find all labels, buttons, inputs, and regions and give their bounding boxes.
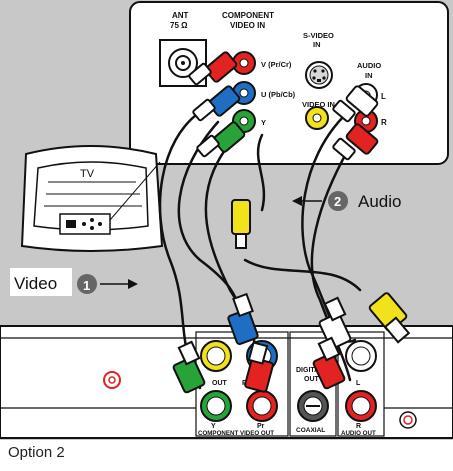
- caption: Option 2: [8, 444, 65, 461]
- plugs-tv: [188, 51, 379, 249]
- component-label-1: COMPONENT: [222, 11, 274, 20]
- audio-out-label: AUDIO OUT: [341, 430, 376, 437]
- audio-callout-number: 2: [334, 194, 341, 209]
- video-callout: Video 1: [10, 268, 138, 296]
- video-callout-text: Video: [14, 274, 57, 293]
- audio-out-l-label: L: [356, 380, 361, 387]
- audio-callout: 2 Audio: [292, 191, 401, 211]
- out-label: OUT: [212, 380, 228, 387]
- y-out-label: Y: [211, 423, 216, 430]
- pr-label: Pr: [257, 423, 265, 430]
- coaxial-label: COAXIAL: [296, 427, 325, 434]
- component-label-2: VIDEO IN: [230, 21, 265, 30]
- audio-callout-text: Audio: [358, 192, 401, 211]
- audio-out-r-label: R: [356, 423, 361, 430]
- audio-in-label-2: IN: [365, 71, 373, 80]
- digital-label-1: DIGITAL: [296, 367, 324, 374]
- plug-yellow-tv: [231, 199, 251, 235]
- audio-in-r-label: R: [381, 118, 387, 127]
- video-callout-badge: [77, 274, 97, 294]
- plug-green-player: [172, 356, 206, 394]
- tv-back-panel: ANT 75 Ω COMPONENT VIDEO IN V (Pr/Cr) U …: [129, 1, 449, 165]
- svideo-label-2: IN: [313, 40, 321, 49]
- plug-red-audio-player: [312, 352, 346, 390]
- tv-label: TV: [80, 168, 95, 180]
- plug-white-tv: [345, 85, 379, 117]
- component-video-out-label: COMPONENT VIDEO OUT: [198, 430, 274, 437]
- plugs-player: [172, 292, 411, 394]
- ant-label: ANT: [172, 11, 189, 20]
- plug-red-tv: [204, 51, 238, 83]
- video-callout-number: 1: [83, 278, 90, 293]
- audio-in-label-1: AUDIO: [357, 61, 381, 70]
- ant-ohm-label: 75 Ω: [170, 21, 188, 30]
- u-label: U (Pb/Cb): [261, 90, 296, 99]
- player-back-panel: Pb OUT Y Pr COMPONENT VIDEO OUT DIGITAL …: [0, 325, 453, 439]
- digital-label-2: OUT: [304, 376, 320, 383]
- svideo-label-1: S-VIDEO: [303, 31, 334, 40]
- audio-callout-badge: [328, 191, 348, 211]
- video-in-label: VIDEO IN: [302, 100, 335, 109]
- tv-illustration: TV: [20, 140, 164, 252]
- plug-red-audio-tv: [345, 123, 379, 155]
- v-label: V (Pr/Cr): [261, 60, 292, 69]
- audio-in-l-label: L: [381, 92, 386, 101]
- y-label: Y: [261, 118, 266, 127]
